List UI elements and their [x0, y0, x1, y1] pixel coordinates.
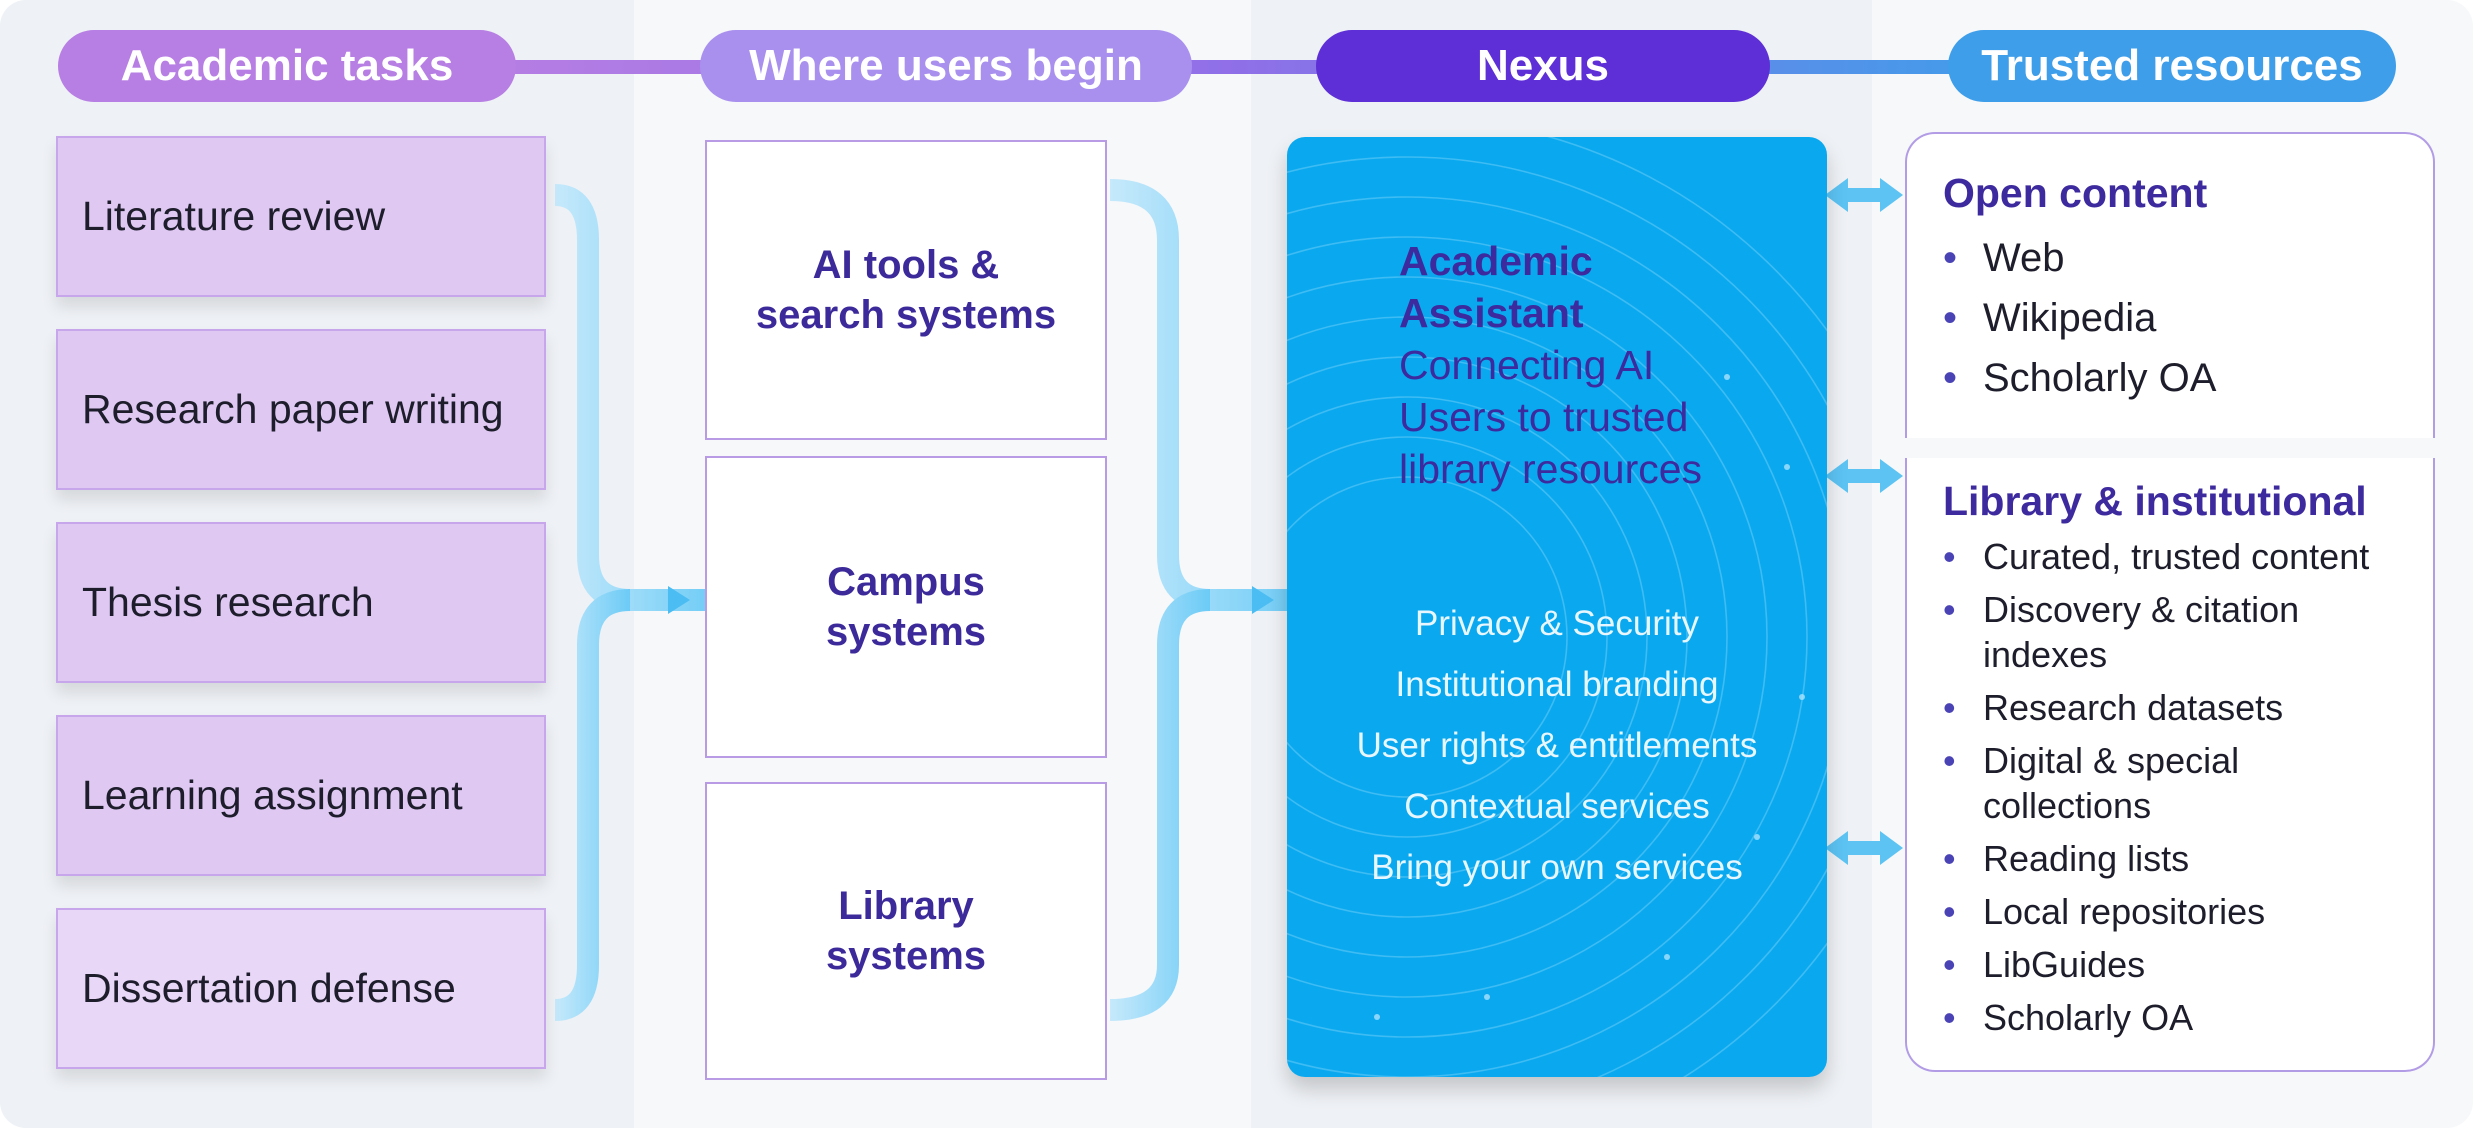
tasks-brace-upper: [554, 184, 720, 611]
nexus-panel: Academic Assistant Connecting AI Users t…: [1287, 137, 1827, 1077]
list-item: Scholarly OA: [1943, 348, 2216, 408]
nexus-subtitle-line1: Connecting AI: [1399, 342, 1655, 388]
list-item: Reading lists: [1943, 836, 2413, 881]
resource-open-title: Open content: [1943, 170, 2208, 216]
bidirectional-arrow-open: [1825, 178, 1903, 212]
nexus-subtitle-line2: Users to trusted: [1399, 394, 1689, 440]
list-item: Curated, trusted content: [1943, 534, 2413, 579]
resource-library-list: Curated, trusted content Discovery & cit…: [1943, 534, 2413, 1048]
entry-ai-tools-line1: AI tools &: [812, 243, 1000, 287]
bidirectional-arrow-library: [1825, 459, 1903, 493]
entry-campus-line2: systems: [825, 610, 987, 654]
nexus-subtitle: Connecting AI Users to trusted library r…: [1399, 339, 1819, 495]
feature-institutional-branding: Institutional branding: [1395, 665, 1719, 704]
entry-brace-upper: [1109, 179, 1305, 611]
feature-privacy-security: Privacy & Security: [1415, 604, 1699, 643]
resource-open-list: Web Wikipedia Scholarly OA: [1943, 228, 2216, 408]
entry-ai-tools-line2: search systems: [755, 293, 1057, 337]
nexus-title-line2: Assistant: [1399, 290, 1584, 336]
entry-ai-tools: AI tools & search systems: [705, 140, 1107, 440]
nexus-title-line1: Academic: [1399, 238, 1593, 284]
task-literature-review: Literature review: [56, 136, 546, 297]
task-dissertation-defense: Dissertation defense: [56, 908, 546, 1069]
task-learning-assignment: Learning assignment: [56, 715, 546, 876]
task-research-paper-writing: Research paper writing: [56, 329, 546, 490]
task-thesis-research: Thesis research: [56, 522, 546, 683]
feature-byo-services: Bring your own services: [1371, 848, 1743, 887]
entry-campus-systems: Campus systems: [705, 456, 1107, 758]
nexus-title: Academic Assistant: [1399, 235, 1799, 339]
list-item: Digital & special collections: [1943, 738, 2413, 828]
entry-arrow-head: [1252, 586, 1274, 614]
entry-campus-line1: Campus: [827, 560, 985, 604]
list-item: Research datasets: [1943, 685, 2413, 730]
nexus-circles-pattern: [1287, 137, 1827, 1077]
resource-library-institutional: Library & institutional Curated, trusted…: [1905, 458, 2435, 1072]
list-item: LibGuides: [1943, 942, 2413, 987]
tasks-brace-lower: [554, 589, 631, 1021]
tasks-arrow-head: [668, 586, 690, 614]
header-academic-tasks: Academic tasks: [58, 30, 516, 102]
feature-user-rights: User rights & entitlements: [1356, 726, 1758, 765]
list-item: Scholarly OA: [1943, 995, 2413, 1040]
bidirectional-arrow-library-lower: [1825, 831, 1903, 865]
entry-library-line2: systems: [825, 934, 987, 978]
list-item: Local repositories: [1943, 889, 2413, 934]
header-line: [460, 60, 2020, 74]
header-where-users-begin: Where users begin: [700, 30, 1192, 102]
entry-library-systems: Library systems: [705, 782, 1107, 1080]
header-nexus: Nexus: [1316, 30, 1770, 102]
resource-library-title: Library & institutional: [1943, 478, 2367, 524]
list-item: Web: [1943, 228, 2216, 288]
list-item: Wikipedia: [1943, 288, 2216, 348]
entry-brace-lower: [1109, 589, 1211, 1021]
feature-contextual-services: Contextual services: [1404, 787, 1710, 826]
nexus-subtitle-line3: library resources: [1399, 446, 1703, 492]
list-item: Discovery & citation indexes: [1943, 587, 2413, 677]
entry-library-line1: Library: [838, 884, 974, 928]
header-trusted-resources: Trusted resources: [1948, 30, 2396, 102]
resource-open-content: Open content Web Wikipedia Scholarly OA: [1905, 132, 2435, 438]
